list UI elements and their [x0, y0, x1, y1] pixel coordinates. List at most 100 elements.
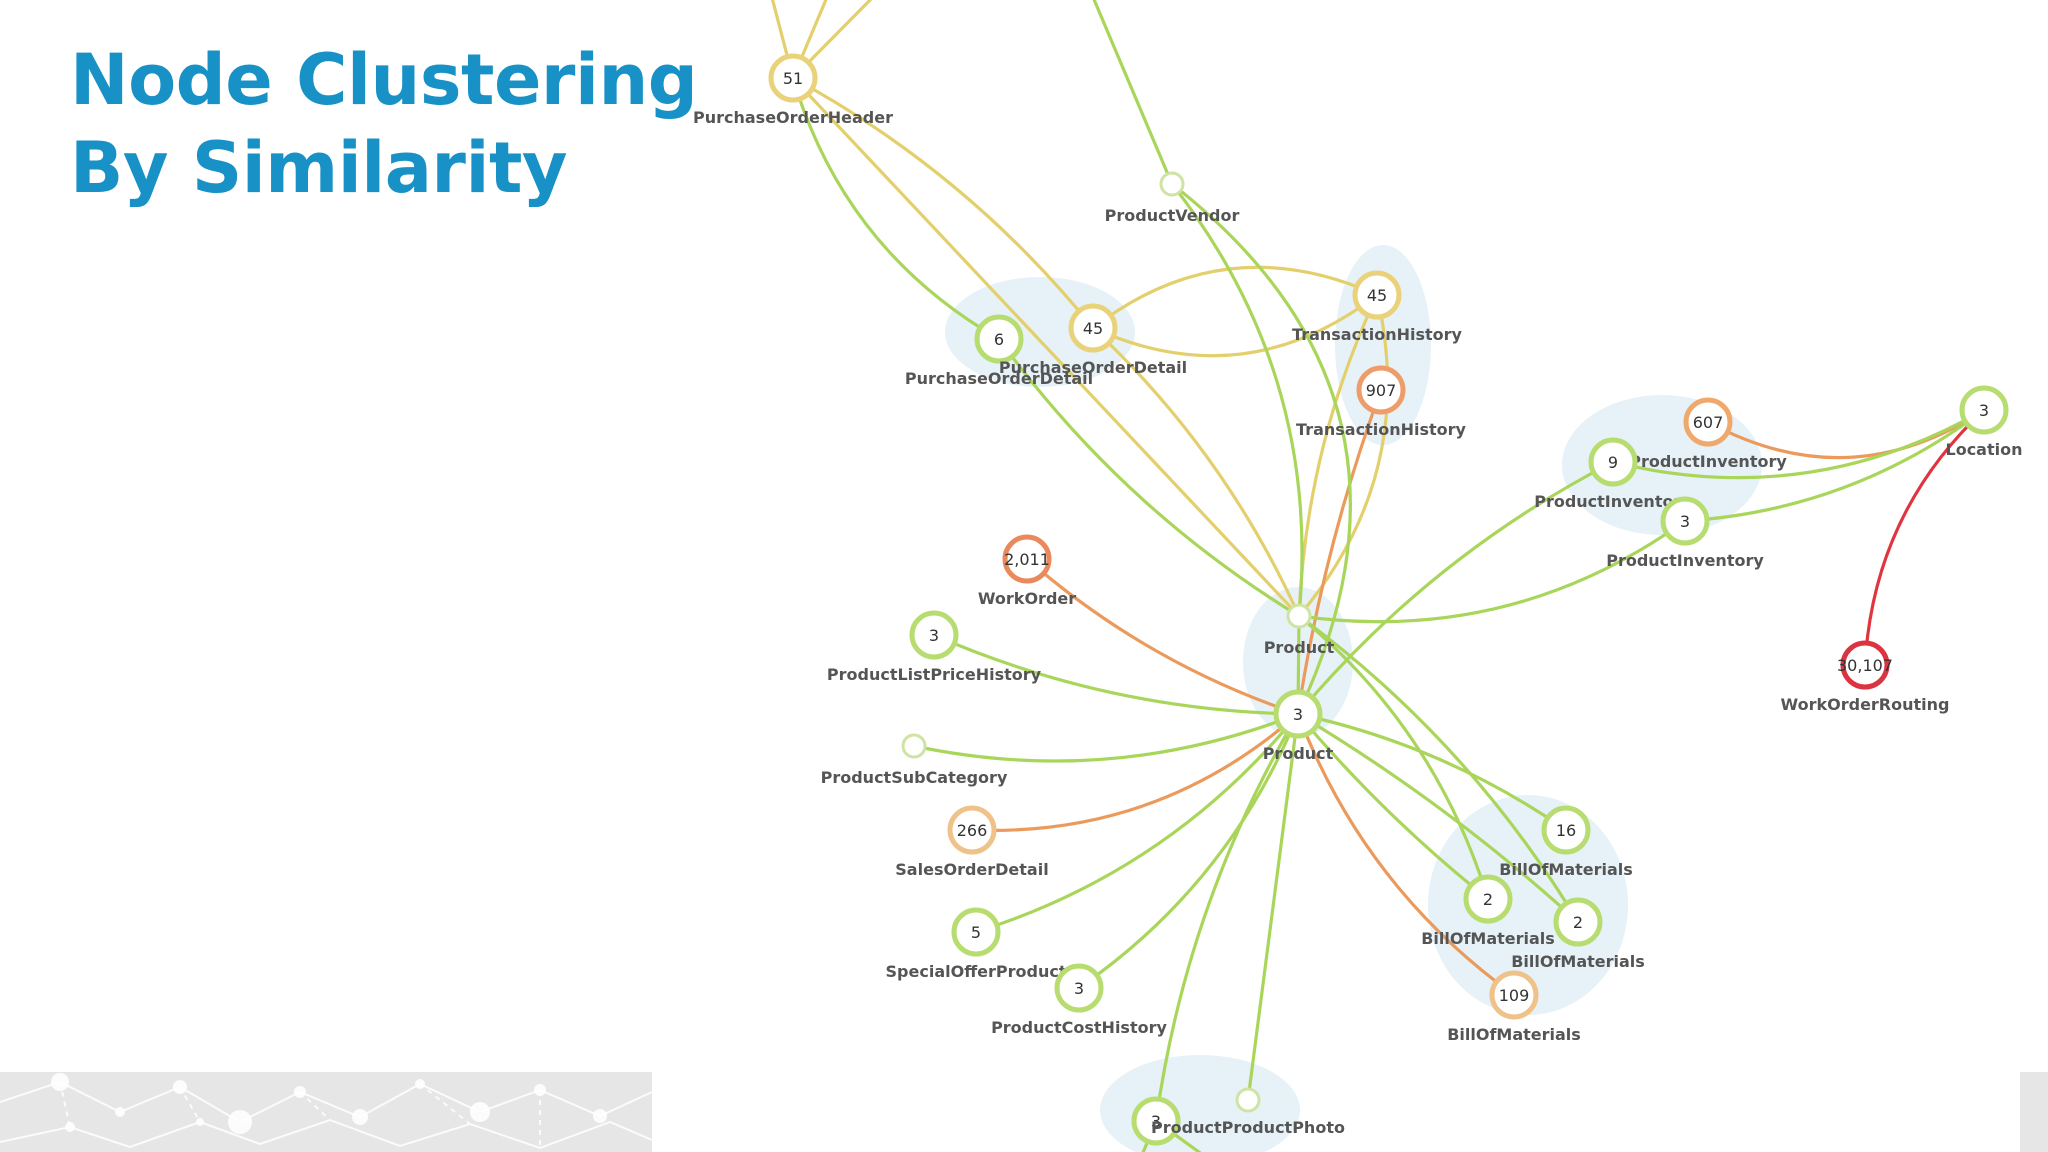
node-circle[interactable]	[1959, 385, 2009, 435]
graph-node-ppp[interactable]: ProductProductPhoto	[1151, 1087, 1345, 1137]
node-circle[interactable]	[1660, 496, 1710, 546]
footer-decoration-right	[2020, 1072, 2048, 1152]
graph-edge	[1154, 712, 1300, 1123]
node-label: ProductProductPhoto	[1151, 1118, 1345, 1137]
graph-edge	[1297, 614, 1580, 924]
node-circle[interactable]	[1131, 1096, 1181, 1146]
node-circle[interactable]	[1840, 640, 1890, 690]
node-circle[interactable]	[1553, 897, 1603, 947]
node-circle[interactable]	[1235, 1087, 1261, 1113]
graph-node-prodTop[interactable]: Product	[1264, 603, 1335, 657]
node-label: WorkOrder	[978, 589, 1076, 608]
node-count: 6	[994, 330, 1004, 349]
graph-node-ppp3[interactable]: 3	[1131, 1096, 1181, 1146]
node-circle[interactable]	[1489, 970, 1539, 1020]
graph-edge	[1296, 712, 1580, 924]
node-circle[interactable]	[1588, 437, 1638, 487]
node-count: 5	[971, 923, 981, 942]
node-circle[interactable]	[1463, 874, 1513, 924]
cluster-region	[1100, 1055, 1300, 1152]
node-circle[interactable]	[1352, 270, 1402, 320]
node-label: ProductVendor	[1105, 206, 1240, 225]
slide-title-line-1: Node Clustering	[70, 39, 698, 121]
node-circle[interactable]	[947, 805, 997, 855]
graph-node-pv[interactable]: ProductVendor	[1105, 171, 1240, 225]
node-circle[interactable]	[1541, 805, 1591, 855]
node-label: ProductInventory	[1629, 452, 1787, 471]
graph-edge	[1170, 182, 1352, 716]
node-label: WorkOrderRouting	[1781, 695, 1950, 714]
node-label: ProductSubCategory	[821, 768, 1008, 787]
node-circle[interactable]	[1273, 689, 1323, 739]
graph-edge	[1246, 712, 1300, 1102]
node-circle[interactable]	[1002, 534, 1052, 584]
node-count: 3	[929, 626, 939, 645]
node-circle[interactable]	[1356, 365, 1406, 415]
node-label: ProductListPriceHistory	[827, 665, 1042, 684]
node-count: 16	[1556, 821, 1576, 840]
node-label: BillOfMaterials	[1421, 929, 1555, 948]
node-label: TransactionHistory	[1292, 325, 1462, 344]
slide-title: Node Clustering By Similarity	[70, 36, 698, 212]
node-label: TransactionHistory	[1296, 420, 1466, 439]
node-label: Product	[1263, 744, 1334, 763]
node-label: PurchaseOrderDetail	[905, 369, 1093, 388]
node-count: 3	[1074, 979, 1084, 998]
graph-edge	[1296, 460, 1615, 716]
node-count: 3	[1151, 1112, 1161, 1131]
graph-edge	[1297, 614, 1490, 901]
graph-edge	[1296, 712, 1516, 997]
node-label: Location	[1946, 440, 2023, 459]
graph-edge	[1296, 712, 1568, 832]
graph-node-psc[interactable]: ProductSubCategory	[821, 733, 1008, 787]
node-label: ProductCostHistory	[991, 1018, 1167, 1037]
graph-edge	[1091, 265, 1379, 330]
node-circle[interactable]	[1159, 171, 1185, 197]
node-circle[interactable]	[1683, 397, 1733, 447]
node-circle[interactable]	[1068, 303, 1118, 353]
graph-edge	[1683, 408, 1986, 523]
graph-edge	[791, 76, 1301, 618]
node-circle[interactable]	[909, 610, 959, 660]
node-count: 3	[1979, 401, 1989, 420]
slide-title-line-2: By Similarity	[70, 127, 568, 209]
graph-edge	[1025, 557, 1300, 716]
node-circle[interactable]	[951, 907, 1001, 957]
node-circle[interactable]	[1054, 963, 1104, 1013]
graph-edge	[1091, 293, 1379, 358]
graph-edge	[932, 633, 1300, 716]
node-label: ProductInventory	[1606, 551, 1764, 570]
node-circle[interactable]	[768, 53, 818, 103]
graph-edge	[1092, 0, 1174, 186]
node-circle[interactable]	[1286, 603, 1312, 629]
node-count: 907	[1366, 381, 1397, 400]
node-circle[interactable]	[974, 314, 1024, 364]
graph-edge	[1297, 293, 1390, 618]
node-label: PurchaseOrderDetail	[999, 358, 1187, 377]
node-label: SalesOrderDetail	[895, 860, 1048, 879]
node-circle[interactable]	[901, 733, 927, 759]
node-count: 2,011	[1004, 550, 1050, 569]
